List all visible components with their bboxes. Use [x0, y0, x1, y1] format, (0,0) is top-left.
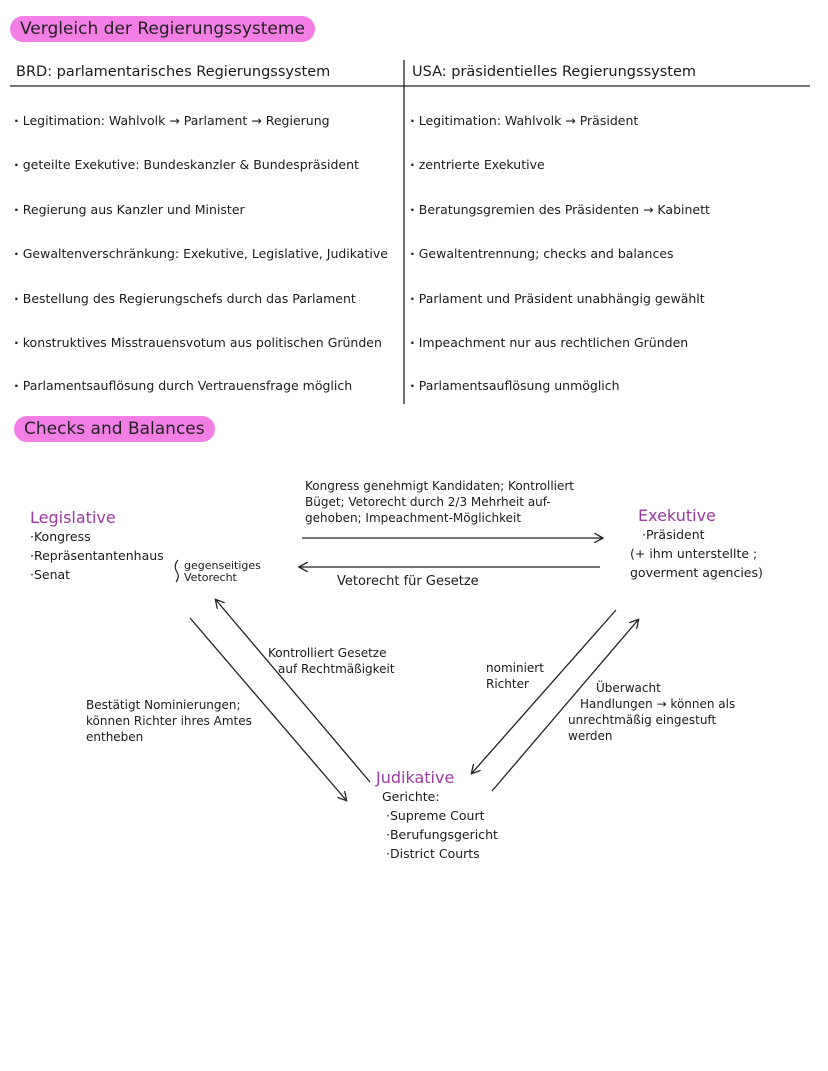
table-row-left: Legitimation: Wahlvolk → Parlament → Reg…	[14, 113, 330, 128]
table-row-left: geteilte Exekutive: Bundeskanzler & Bund…	[14, 157, 359, 172]
judicative-item: ·Berufungsgericht	[386, 827, 498, 842]
executive-node: Exekutive ·Präsident (+ ihm unterstellte…	[630, 506, 763, 582]
table-row-left: Gewaltenverschränkung: Exekutive, Legisl…	[14, 246, 388, 261]
label-judicative-to-legislative: Kontrolliert Gesetze auf Rechtmäßigkeit	[268, 645, 395, 677]
table-row-right: Gewaltentrennung; checks and balances	[410, 246, 674, 261]
left-column-header: BRD: parlamentarisches Regierungssystem	[16, 64, 331, 80]
table-row-left: konstruktives Misstrauensvotum aus polit…	[14, 335, 382, 350]
table-row-right: Beratungsgremien des Präsidenten → Kabin…	[410, 202, 710, 217]
legislative-brace-note: gegenseitiges Vetorecht	[184, 559, 261, 584]
legislative-node: Legislative ·Kongress ·Repräsentantenhau…	[30, 508, 164, 584]
table-row-right: Parlament und Präsident unabhängig gewäh…	[410, 291, 705, 306]
label-line: Kontrolliert Gesetze	[268, 646, 387, 660]
judicative-node: Judikative Gerichte: ·Supreme Court ·Ber…	[376, 768, 498, 863]
section-title-checks-balances: Checks and Balances	[14, 416, 215, 442]
label-line: Überwacht	[596, 681, 661, 695]
label-executive-to-judicative: nominiert Richter	[486, 660, 544, 692]
judicative-item: Gerichte:	[382, 789, 440, 804]
right-column-header: USA: präsidentielles Regierungssystem	[412, 64, 696, 80]
judicative-item: ·Supreme Court	[386, 808, 485, 823]
brace-mark	[174, 559, 179, 583]
label-legislative-to-executive: Kongress genehmigt Kandidaten; Kontrolli…	[305, 478, 574, 526]
label-judicative-to-executive: Überwacht Handlungen → können als unrech…	[568, 680, 735, 744]
label-line: Richter	[486, 677, 529, 691]
table-row-right: Impeachment nur aus rechtlichen Gründen	[410, 335, 688, 350]
page-title: Vergleich der Regierungssysteme	[10, 16, 315, 42]
legislative-item: ·Kongress	[30, 529, 91, 544]
label-line: auf Rechtmäßigkeit	[278, 662, 395, 676]
legislative-item: ·Senat	[30, 567, 71, 582]
table-row-left: Regierung aus Kanzler und Minister	[14, 202, 245, 217]
judicative-item: ·District Courts	[386, 846, 480, 861]
label-line: gehoben; Impeachment-Möglichkeit	[305, 511, 522, 525]
legislative-item: ·Repräsentantenhaus	[30, 548, 164, 563]
label-line: unrechtmäßig eingestuft	[568, 713, 717, 727]
table-row-right: zentrierte Exekutive	[410, 157, 545, 172]
label-executive-to-legislative: Vetorecht für Gesetze	[337, 574, 479, 589]
executive-item: goverment agencies)	[630, 565, 763, 580]
label-line: entheben	[86, 730, 144, 744]
table-row-left: Bestellung des Regierungschefs durch das…	[14, 291, 356, 306]
executive-title: Exekutive	[638, 506, 716, 525]
label-line: werden	[568, 729, 613, 743]
label-line: Kongress genehmigt Kandidaten; Kontrolli…	[305, 479, 575, 493]
label-line: Bestätigt Nominierungen;	[86, 698, 241, 712]
executive-item: ·Präsident	[642, 527, 705, 542]
judicative-title: Judikative	[376, 768, 455, 787]
table-row-right: Parlamentsauflösung unmöglich	[410, 378, 620, 393]
legislative-title: Legislative	[30, 508, 116, 527]
table-row-right: Legitimation: Wahlvolk → Präsident	[410, 113, 639, 128]
label-line: Büget; Vetorecht durch 2/3 Mehrheit auf-	[305, 495, 551, 509]
label-legislative-to-judicative: Bestätigt Nominierungen; können Richter …	[86, 697, 252, 745]
table-row-left: Parlamentsauflösung durch Vertrauensfrag…	[14, 378, 352, 393]
label-line: können Richter ihres Amtes	[86, 714, 252, 728]
label-line: nominiert	[486, 661, 544, 675]
executive-item: (+ ihm unterstellte ;	[630, 546, 758, 561]
label-line: Handlungen → können als	[580, 697, 736, 711]
